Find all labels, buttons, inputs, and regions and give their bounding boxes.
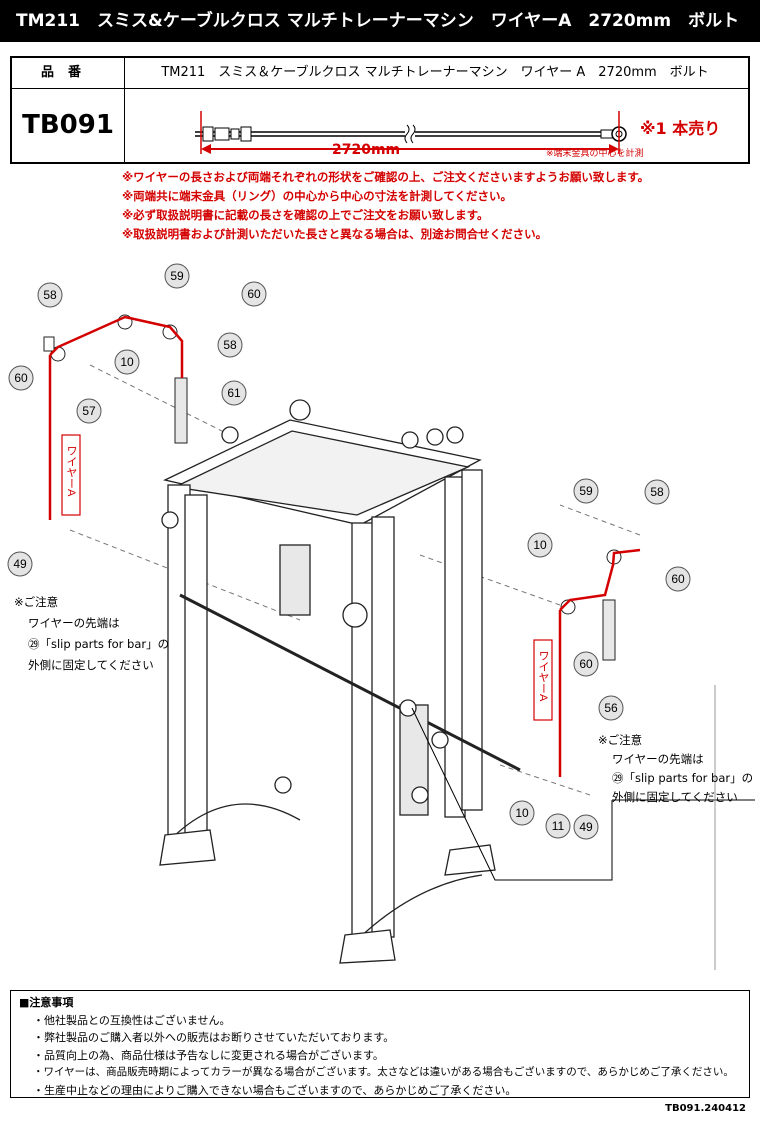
part-callout: 11 (545, 813, 571, 839)
part-callouts: 58 59 60 58 60 10 57 61 49 59 58 10 60 6… (7, 263, 691, 840)
svg-text:10: 10 (120, 355, 134, 369)
svg-text:56: 56 (604, 701, 618, 715)
part-callout: 49 (573, 814, 599, 840)
svg-text:60: 60 (14, 371, 28, 385)
svg-text:59: 59 (170, 269, 184, 283)
table-divider (124, 58, 125, 162)
part-callout: 60 (8, 365, 34, 391)
svg-text:58: 58 (650, 485, 664, 499)
svg-text:58: 58 (223, 338, 237, 352)
wire-label-box-left (61, 434, 81, 516)
svg-text:10: 10 (533, 538, 547, 552)
part-callout: 61 (221, 380, 247, 406)
part-callout: 59 (164, 263, 190, 289)
caution-title: ※ご注意 (598, 733, 643, 747)
product-table: 品番 TM211 スミス＆ケーブルクロス マルチトレーナーマシン ワイヤー A … (10, 56, 750, 164)
disclaimer-heading: ■注意事項 (19, 996, 74, 1009)
wire-label-box-right (533, 639, 553, 721)
caution-line: 外側に固定してください (28, 658, 154, 672)
page-title: TM211 スミス&ケーブルクロス マルチトレーナーマシン ワイヤーA 2720… (0, 0, 760, 42)
part-callout: 58 (217, 332, 243, 358)
svg-text:60: 60 (671, 572, 685, 586)
wire-illustration (195, 111, 627, 154)
disclaimer-item: ・品質向上の為、商品仕様は予告なしに変更される場合がございます。 (33, 1048, 384, 1062)
part-callout: 60 (241, 281, 267, 307)
svg-text:11: 11 (552, 819, 565, 833)
caution-title: ※ご注意 (14, 595, 59, 609)
part-callout: 57 (76, 398, 102, 424)
part-callout: 56 (598, 695, 624, 721)
part-callout: 10 (527, 532, 553, 558)
svg-text:58: 58 (43, 288, 57, 302)
order-note: ※取扱説明書および計測いただいた長さと異なる場合は、別途お問合せください。 (122, 227, 548, 241)
part-callout: 60 (573, 651, 599, 677)
svg-text:49: 49 (13, 557, 27, 571)
pulley-assembly-left (43, 314, 188, 444)
table-divider (12, 88, 748, 89)
disclaimer-item: ・ワイヤーは、商品販売時期によってカラーが異なる場合がございます。太さなどは違い… (33, 1066, 734, 1078)
product-code: TB091 (22, 110, 114, 140)
order-notes: ※ワイヤーの長さおよび両端それぞれの形状をご確認の上、ご注文くださいますようお願… (122, 168, 649, 244)
caution-left: ※ご注意 ワイヤーの先端は ㉙「slip parts for bar」の 外側に… (14, 592, 169, 676)
wire-label-right: ワイヤーA (537, 650, 550, 702)
disclaimer-box: ■注意事項 ・他社製品との互換性はございません。 ・弊社製品のご購入者以外への販… (10, 990, 750, 1098)
machine-frame (159, 399, 521, 964)
part-callout: 58 (644, 479, 670, 505)
part-callout: 58 (37, 282, 63, 308)
part-callout: 10 (114, 349, 140, 375)
wire-label-left: ワイヤーA (65, 445, 78, 497)
part-callout: 10 (509, 800, 535, 826)
placement-lines (69, 364, 641, 796)
svg-text:10: 10 (515, 806, 529, 820)
order-note: ※両端共に端末金具（リング）の中心から中心の寸法を計測してください。 (122, 189, 512, 203)
assembly-diagram: ワイヤーA ワイヤーA 58 59 60 58 60 10 57 61 49 5… (7, 263, 755, 970)
order-note: ※必ず取扱説明書に記載の長さを確認の上でご注文をお願い致します。 (122, 208, 489, 222)
sold-singly-label: ※1 本売り (640, 119, 721, 138)
product-number-label: 品番 (40, 65, 95, 80)
order-note: ※ワイヤーの長さおよび両端それぞれの形状をご確認の上、ご注文くださいますようお願… (122, 170, 650, 184)
part-callout: 60 (665, 566, 691, 592)
part-callout: 49 (7, 551, 33, 577)
document-id: TB091.240412 (665, 1103, 746, 1114)
caution-right: ※ご注意 ワイヤーの先端は ㉙「slip parts for bar」の 外側に… (598, 731, 753, 807)
caution-leader (411, 707, 613, 881)
disclaimer-item: ・他社製品との互換性はございません。 (33, 1013, 231, 1027)
disclaimer-item: ・弊社製品のご購入者以外への販売はお断りさせていただいております。 (33, 1031, 395, 1044)
svg-text:60: 60 (579, 657, 593, 671)
caution-line: ワイヤーの先端は (612, 752, 704, 766)
svg-text:49: 49 (579, 820, 593, 834)
end-measure-note: ※端末金具の中心を計測 (546, 149, 644, 159)
wire-length: 2720mm (332, 142, 401, 158)
svg-text:61: 61 (227, 386, 241, 400)
caution-line: 外側に固定してください (612, 790, 738, 804)
wire-a-right-top (559, 548, 641, 611)
caution-line: ワイヤーの先端は (28, 616, 120, 630)
caution-line: ㉙「slip parts for bar」の (612, 771, 754, 785)
disclaimer-item: ・生産中止などの理由によりご購入できない場合もございますので、あらかじめご了承く… (33, 1083, 517, 1097)
product-name: TM211 スミス＆ケーブルクロス マルチトレーナーマシン ワイヤー A 272… (161, 65, 709, 80)
svg-text:57: 57 (82, 404, 96, 418)
svg-text:59: 59 (579, 484, 593, 498)
wire-a-left-top (49, 315, 184, 378)
svg-text:60: 60 (247, 287, 261, 301)
caution-line: ㉙「slip parts for bar」の (28, 637, 170, 651)
part-callout: 59 (573, 478, 599, 504)
